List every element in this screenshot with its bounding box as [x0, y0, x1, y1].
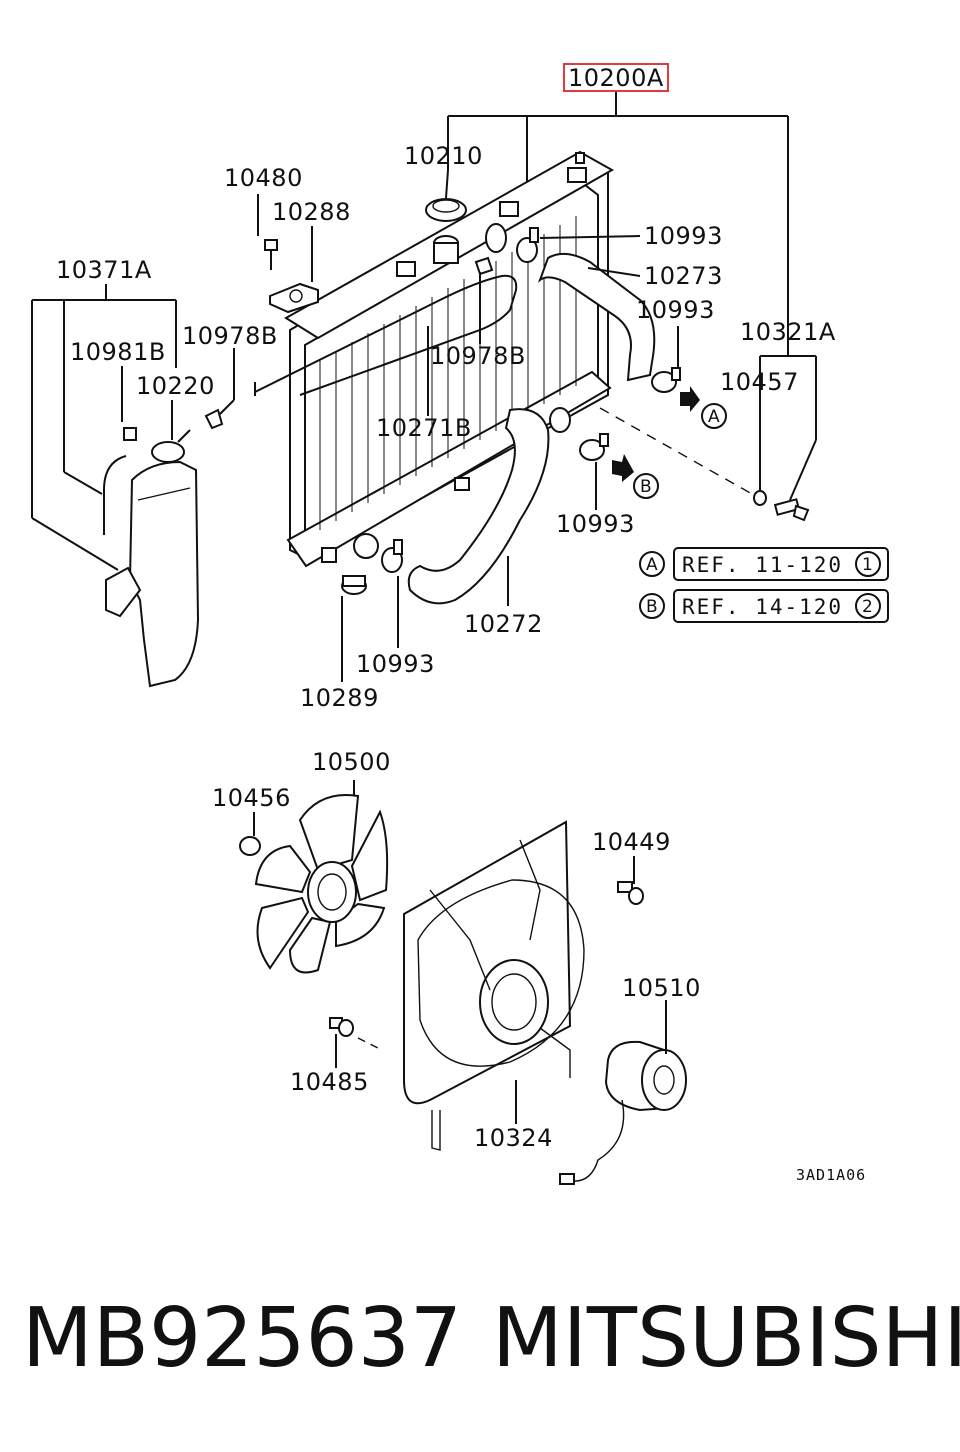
- callout-10289[interactable]: 10289: [300, 684, 379, 712]
- reference-A: A REF. 11-120 1: [639, 547, 889, 581]
- callout-10271B[interactable]: 10271B: [376, 414, 472, 442]
- svg-text:A: A: [708, 407, 720, 427]
- bolt-10480[interactable]: [264, 239, 278, 270]
- hose-clamp-10993-right[interactable]: [579, 433, 609, 461]
- callout-10272[interactable]: 10272: [464, 610, 543, 638]
- bolt-10485[interactable]: [329, 1017, 354, 1037]
- callout-10324[interactable]: 10324: [474, 1124, 553, 1152]
- radiator-cap-10210[interactable]: [425, 198, 467, 222]
- callout-10456[interactable]: 10456: [212, 784, 291, 812]
- leader-lines: [257, 169, 817, 682]
- fan-shroud-10324[interactable]: [403, 820, 585, 1151]
- callout-10500[interactable]: 10500: [312, 748, 391, 776]
- svg-text:B: B: [646, 597, 658, 617]
- callout-10480[interactable]: 10480: [224, 164, 303, 192]
- callout-10510[interactable]: 10510: [622, 974, 701, 1002]
- arrow-to-A: A: [680, 386, 727, 429]
- callout-10273[interactable]: 10273: [644, 262, 723, 290]
- reservoir-leaders: [31, 284, 235, 571]
- clip-10978B-mid[interactable]: [474, 256, 494, 276]
- reservoir-cap-10220[interactable]: [151, 429, 191, 463]
- callout-10220[interactable]: 10220: [136, 372, 215, 400]
- fan-leader-lines: [253, 780, 667, 1124]
- drain-gasket-10457[interactable]: [753, 490, 767, 506]
- nut-10456[interactable]: [239, 836, 261, 856]
- hose-clamp-10993-bottom[interactable]: [381, 539, 403, 573]
- highlight-box: [563, 63, 669, 92]
- overflow-hose-10271B[interactable]: [254, 274, 518, 396]
- callout-10993-bottom[interactable]: 10993: [356, 650, 435, 678]
- lower-hose-10272[interactable]: [407, 408, 550, 605]
- callout-10485[interactable]: 10485: [290, 1068, 369, 1096]
- fan-blade-10500[interactable]: [254, 794, 389, 974]
- callout-10321A[interactable]: 10321A: [740, 318, 836, 346]
- reference-B: B REF. 14-120 2: [639, 589, 889, 623]
- callout-10288[interactable]: 10288: [272, 198, 351, 226]
- callout-10371A[interactable]: 10371A: [56, 256, 152, 284]
- hose-clamp-10993-top[interactable]: [516, 227, 539, 263]
- callout-10200A[interactable]: 10200A: [568, 64, 664, 92]
- clip-10978B-left[interactable]: [204, 408, 224, 430]
- callout-10993-mid[interactable]: 10993: [636, 296, 715, 324]
- drain-plug-10321A[interactable]: [773, 498, 810, 522]
- drawing-code: 3AD1A06: [796, 1166, 866, 1184]
- upper-hose-10273[interactable]: [537, 252, 656, 382]
- fan-motor-10510[interactable]: [559, 1040, 687, 1185]
- callout-10449[interactable]: 10449: [592, 828, 671, 856]
- callout-10993-top[interactable]: 10993: [644, 222, 723, 250]
- svg-text:2: 2: [862, 597, 873, 617]
- bracket-10288[interactable]: [269, 282, 319, 314]
- bolt-10449[interactable]: [617, 881, 644, 905]
- footer-brand: MITSUBISHI: [492, 1291, 960, 1386]
- callout-10978B-left[interactable]: 10978B: [182, 322, 278, 350]
- reservoir-tank-10371A[interactable]: [103, 455, 200, 688]
- svg-text:B: B: [640, 477, 652, 497]
- svg-text:REF. 11-120: REF. 11-120: [682, 553, 843, 577]
- hose-clamp-10993-mid[interactable]: [651, 367, 681, 393]
- arrow-to-B: B: [612, 454, 659, 499]
- mount-bushing-10289[interactable]: [341, 575, 367, 595]
- svg-text:1: 1: [862, 555, 873, 575]
- svg-text:A: A: [646, 555, 658, 575]
- svg-text:REF. 14-120: REF. 14-120: [682, 595, 843, 619]
- callout-10981B[interactable]: 10981B: [70, 338, 166, 366]
- callout-10978B-mid[interactable]: 10978B: [430, 342, 526, 370]
- bolt-10981B[interactable]: [123, 427, 137, 441]
- callout-10210[interactable]: 10210: [404, 142, 483, 170]
- footer-part-number: MB925637: [22, 1291, 462, 1386]
- callout-10457[interactable]: 10457: [720, 368, 799, 396]
- callout-10993-right[interactable]: 10993: [556, 510, 635, 538]
